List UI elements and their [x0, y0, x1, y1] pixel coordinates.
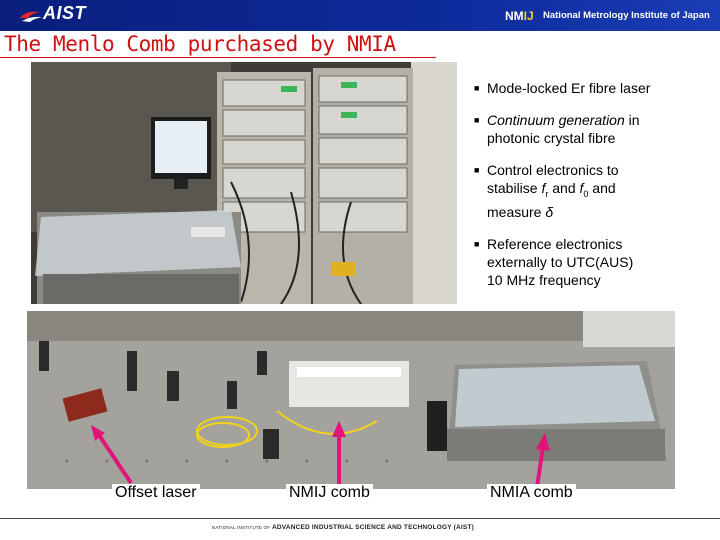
- bullet-marker-icon: ■: [474, 238, 480, 249]
- fr-symbol: f: [541, 180, 546, 196]
- bullet-line: Control electronics to: [487, 162, 619, 178]
- offset-laser-label: Offset laser: [112, 484, 200, 502]
- nmij-comb-label: NMIJ comb: [286, 484, 373, 502]
- fr-subscript: r: [545, 188, 549, 199]
- bullet-line: externally to UTC(AUS): [487, 253, 634, 270]
- nmia-comb-label: NMIA comb: [487, 484, 576, 502]
- title-underline: [0, 57, 436, 58]
- lab-photo-bottom-illustration: [27, 311, 675, 489]
- footer: NATIONAL INSTITUTE OF ADVANCED INDUSTRIA…: [212, 524, 474, 531]
- header-bar: AIST NMIJ National Metrology Institute o…: [0, 0, 720, 31]
- aist-logo-icon: [20, 11, 42, 22]
- bullet-line: Continuum generation in: [487, 111, 714, 129]
- nmij-logo-ij: IJ: [523, 9, 534, 23]
- page-title: The Menlo Comb purchased by NMIA: [4, 32, 396, 56]
- nmij-logo: NMIJ: [505, 9, 534, 23]
- bullet-marker-icon: ■: [474, 115, 480, 125]
- footer-organization: ADVANCED INDUSTRIAL SCIENCE AND TECHNOLO…: [271, 524, 475, 531]
- footer-divider: [0, 518, 720, 519]
- and-text-2: and: [588, 180, 616, 196]
- bullet-line: measure δ: [487, 203, 714, 221]
- bullet-line: 10 MHz frequency: [487, 271, 601, 288]
- stabilise-text: stabilise: [487, 180, 542, 196]
- lab-photo-top: [31, 62, 457, 304]
- bullet-continuum: ■ Continuum generation in photonic cryst…: [474, 111, 714, 147]
- bullet-list: ■ Mode-locked Er fibre laser ■ Continuum…: [474, 79, 714, 303]
- and-text: and: [548, 180, 580, 196]
- bullet-line: stabilise fr and f0 and: [487, 179, 714, 203]
- continuum-rest-text: in: [624, 112, 640, 128]
- footer-prefix: NATIONAL INSTITUTE OF: [212, 525, 271, 530]
- aist-logo-text: AIST: [43, 3, 87, 23]
- delta-symbol: δ: [545, 203, 554, 220]
- lab-photo-top-illustration: [31, 62, 457, 304]
- f0-subscript: 0: [583, 188, 589, 199]
- bullet-marker-icon: ■: [474, 83, 480, 93]
- bullet-laser: ■ Mode-locked Er fibre laser: [474, 79, 714, 97]
- bullet-line: photonic crystal fibre: [487, 130, 616, 146]
- bullet-control-electronics: ■ Control electronics to stabilise fr an…: [474, 161, 714, 221]
- measure-text: measure: [487, 203, 546, 220]
- f0-symbol: f: [579, 180, 584, 196]
- bullet-line: Mode-locked Er fibre laser: [487, 80, 651, 96]
- continuum-italic-text: Continuum generation: [487, 112, 625, 128]
- bullet-reference-electronics: ■ Reference electronics externally to UT…: [474, 235, 714, 289]
- institute-name: National Metrology Institute of Japan: [543, 10, 710, 21]
- nmij-logo-nm: NM: [505, 9, 524, 23]
- bullet-marker-icon: ■: [474, 165, 480, 175]
- lab-photo-bottom: [27, 311, 675, 489]
- bullet-line: Reference electronics: [487, 235, 623, 252]
